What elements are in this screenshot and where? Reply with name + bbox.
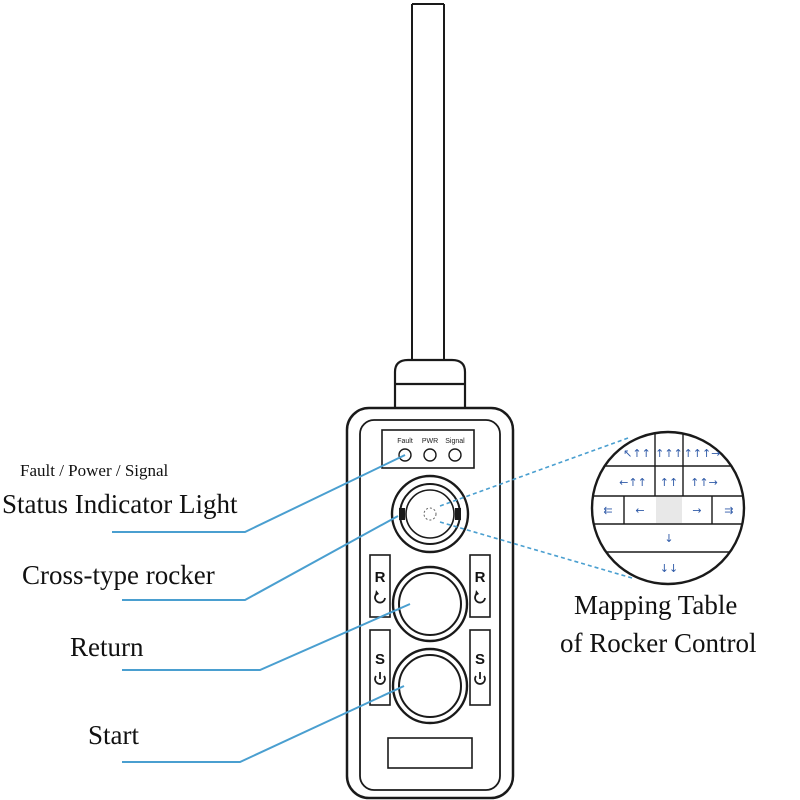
start-letter-right: S [475, 651, 485, 668]
return-button[interactable] [391, 565, 469, 643]
mapping-title-line1: Mapping Table [574, 590, 738, 620]
map-arrow-r3c4: ⇉ [724, 504, 733, 517]
map-arrow-r1c2: ↑↑↑ [655, 447, 683, 460]
return-label: Return [70, 632, 144, 662]
leader-rocker [122, 515, 399, 601]
indicator-label-signal: Signal [445, 438, 465, 445]
map-arrow-r2c3: ↑↑→ [690, 476, 718, 489]
start-tab-left: S [369, 629, 391, 706]
cross-rocker-label: Cross-type rocker [22, 560, 215, 590]
indicator-panel: Fault PWR Signal [381, 429, 475, 469]
status-subtitle: Fault / Power / Signal [20, 461, 169, 480]
indicator-label-fault: Fault [397, 438, 413, 445]
power-icon [474, 672, 486, 685]
power-light [423, 448, 437, 462]
status-indicator-label: Status Indicator Light [2, 489, 238, 519]
leader-return [122, 603, 411, 671]
cable [411, 3, 445, 362]
map-arrow-r4: ↓ [664, 532, 673, 545]
indicator-label-pwr: PWR [422, 438, 438, 445]
mapping-callout-lines [439, 437, 633, 579]
start-label: Start [88, 720, 139, 750]
leader-status [112, 454, 406, 533]
map-arrow-r3c1: ⇇ [603, 504, 612, 517]
start-letter-left: S [375, 651, 385, 668]
map-arrow-r1c3: ↑↑↑→ [684, 447, 721, 460]
power-icon [374, 672, 386, 685]
start-button[interactable] [391, 647, 469, 725]
signal-light [448, 448, 462, 462]
map-arrow-r2c2: ↑↑ [660, 476, 678, 489]
map-arrow-r2c1: ←↑↑ [619, 476, 647, 489]
return-tab-right: R [469, 554, 491, 618]
leader-lines [112, 454, 411, 763]
leader-start [122, 685, 405, 763]
start-tab-right: S [469, 629, 491, 706]
mapping-title-line2: of Rocker Control [560, 628, 757, 658]
map-arrow-r3c3: → [692, 504, 701, 517]
map-arrow-r1c1: ↖↑↑ [623, 447, 651, 460]
label-plate [387, 737, 473, 769]
map-arrow-r3c2: ← [635, 504, 644, 517]
mapping-table: ↖↑↑ ↑↑↑ ↑↑↑→ ←↑↑ ↑↑ ↑↑→ ⇇ ← → ⇉ ↓ ↓↓ [590, 430, 746, 586]
map-arrow-r5: ↓↓ [660, 562, 678, 575]
return-tab-left: R [369, 554, 391, 618]
cross-type-rocker[interactable] [390, 474, 470, 554]
return-letter-right: R [475, 569, 486, 586]
cable-connector [393, 358, 467, 410]
return-letter-left: R [375, 569, 386, 586]
